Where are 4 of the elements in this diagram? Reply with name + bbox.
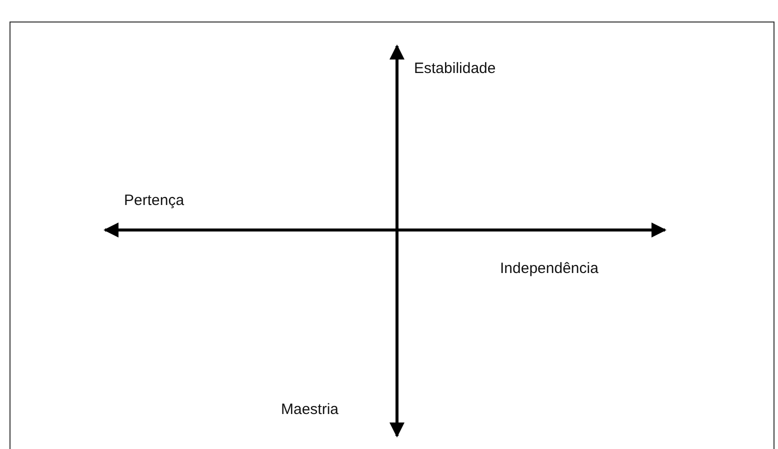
axis-label: Maestria: [281, 401, 339, 419]
axis-label: Independência: [500, 260, 598, 278]
axis-label: Pertença: [124, 192, 184, 210]
axis-label: Estabilidade: [414, 60, 496, 78]
